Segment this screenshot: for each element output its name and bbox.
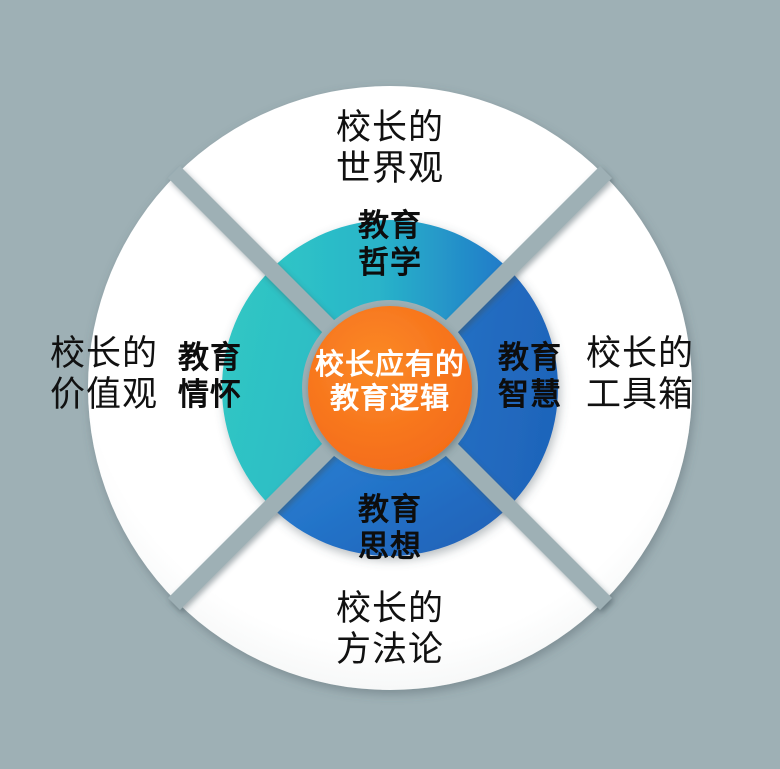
outer-label-bottom-line1: 校长的	[335, 589, 444, 628]
inner-label-right: 教育 智慧	[450, 340, 610, 413]
outer-label-left-line1: 校长的	[49, 334, 158, 373]
outer-label-left: 校长的 价值观	[14, 333, 194, 416]
outer-label-right: 校长的 工具箱	[550, 333, 730, 416]
inner-label-right-line2: 智慧	[498, 376, 562, 412]
core-label-line1: 校长应有的	[314, 349, 465, 381]
inner-label-top-line2: 哲学	[358, 244, 422, 280]
inner-label-left: 教育 情怀	[130, 340, 290, 413]
inner-label-left-line2: 情怀	[178, 376, 242, 412]
inner-label-top-line1: 教育	[358, 208, 422, 243]
outer-label-left-line2: 价值观	[49, 375, 158, 415]
inner-label-bottom-line1: 教育	[358, 492, 422, 527]
outer-label-bottom-line2: 方法论	[335, 630, 444, 670]
outer-label-top-line2: 世界观	[335, 149, 444, 189]
core-label: 校长应有的 教育逻辑	[300, 348, 480, 416]
outer-label-top: 校长的 世界观	[300, 107, 480, 190]
inner-label-top: 教育 哲学	[310, 208, 470, 281]
outer-label-bottom: 校长的 方法论	[300, 588, 480, 671]
inner-label-left-line1: 教育	[178, 340, 242, 375]
outer-label-top-line1: 校长的	[335, 108, 444, 147]
core-circle[interactable]	[308, 306, 472, 470]
outer-label-right-line1: 校长的	[585, 334, 694, 373]
outer-label-right-line2: 工具箱	[585, 375, 694, 415]
inner-label-bottom: 教育 思想	[310, 492, 470, 565]
core-label-line2: 教育逻辑	[329, 383, 450, 416]
inner-label-right-line1: 教育	[498, 340, 562, 375]
inner-label-bottom-line2: 思想	[358, 528, 422, 564]
